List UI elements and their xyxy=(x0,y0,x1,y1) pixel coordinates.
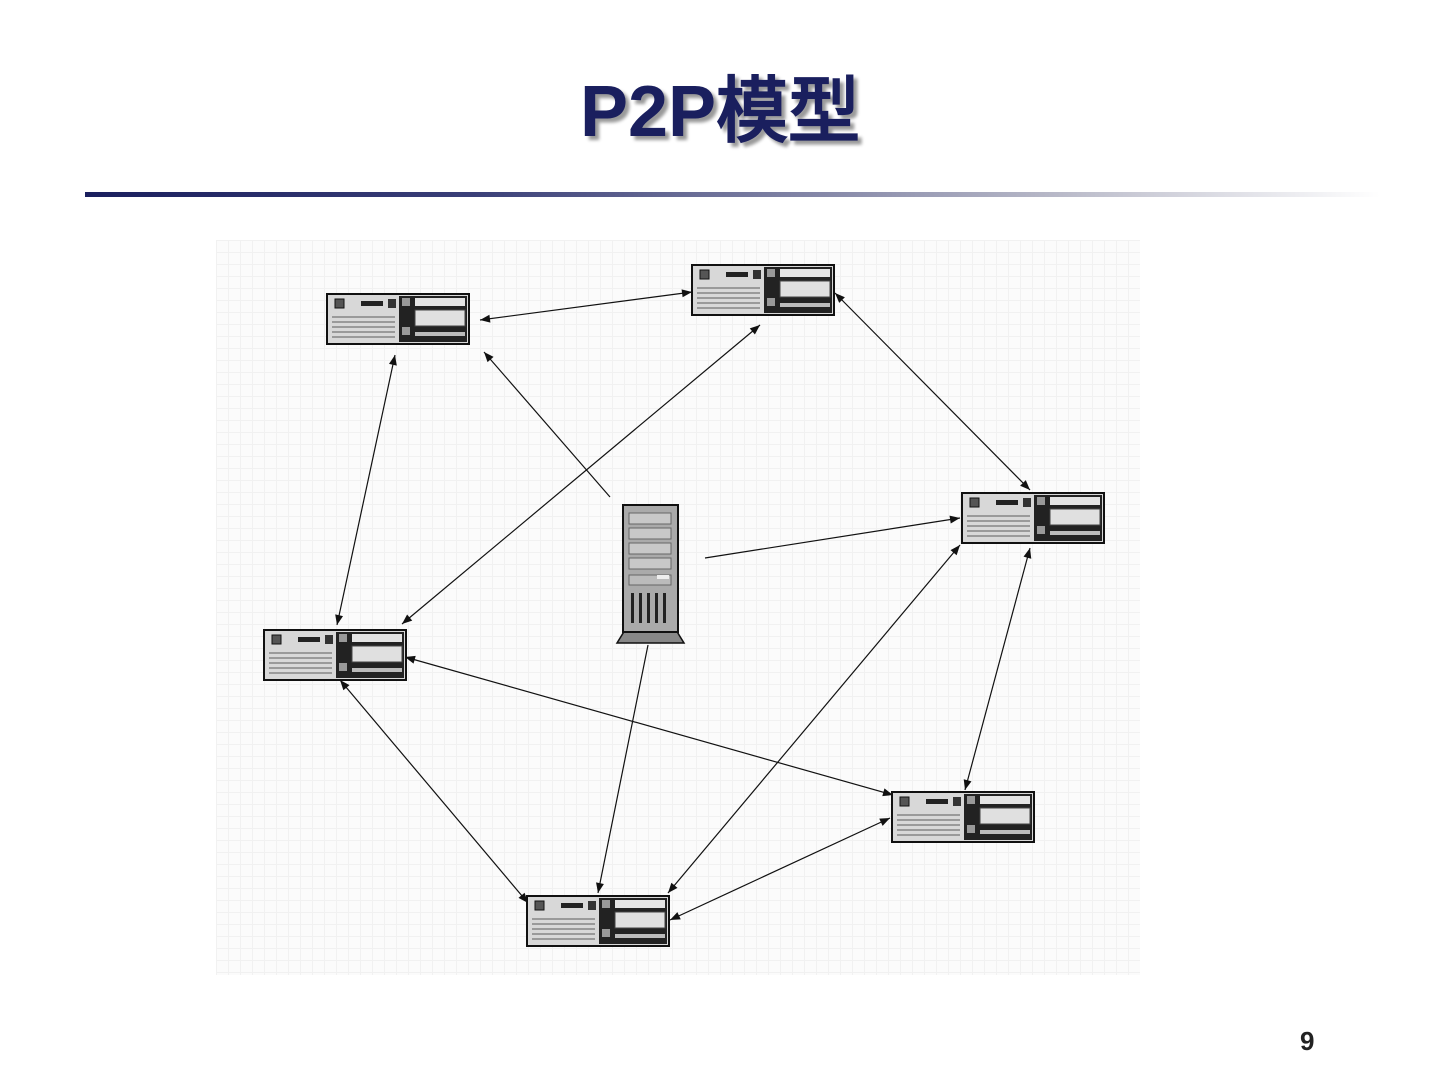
desktop-computer-icon xyxy=(326,293,470,345)
desktop-computer-icon xyxy=(526,895,670,947)
page-number: 9 xyxy=(1300,1026,1315,1056)
connection-arrow-peer-b-peer-d xyxy=(401,324,761,625)
desktop-computer-icon xyxy=(263,629,407,681)
connection-arrow-peer-e-peer-f xyxy=(669,817,891,921)
connection-arrow-peer-a-peer-b xyxy=(479,289,693,323)
desktop-computer-icon xyxy=(691,264,835,316)
connection-arrow-peer-b-peer-c xyxy=(834,292,1031,491)
connection-arrow-peer-d-peer-f xyxy=(339,679,529,904)
connection-arrow-peer-c-peer-e xyxy=(963,547,1032,791)
p2p-network-diagram xyxy=(216,240,1140,975)
title-divider xyxy=(85,192,1380,197)
connection-arrow-peer-a-peer-d xyxy=(335,354,397,626)
connection-arrow-server-peer-c xyxy=(704,515,961,559)
server-tower-icon xyxy=(615,504,686,644)
slide-title: P2P模型 xyxy=(579,72,861,152)
desktop-computer-icon xyxy=(961,492,1105,544)
connection-arrow-peer-d-peer-e xyxy=(404,655,894,797)
desktop-computer-icon xyxy=(891,791,1035,843)
connection-arrow-server-peer-a xyxy=(483,351,611,498)
network-svg xyxy=(263,264,1105,947)
connection-arrow-server-peer-f xyxy=(596,644,649,894)
